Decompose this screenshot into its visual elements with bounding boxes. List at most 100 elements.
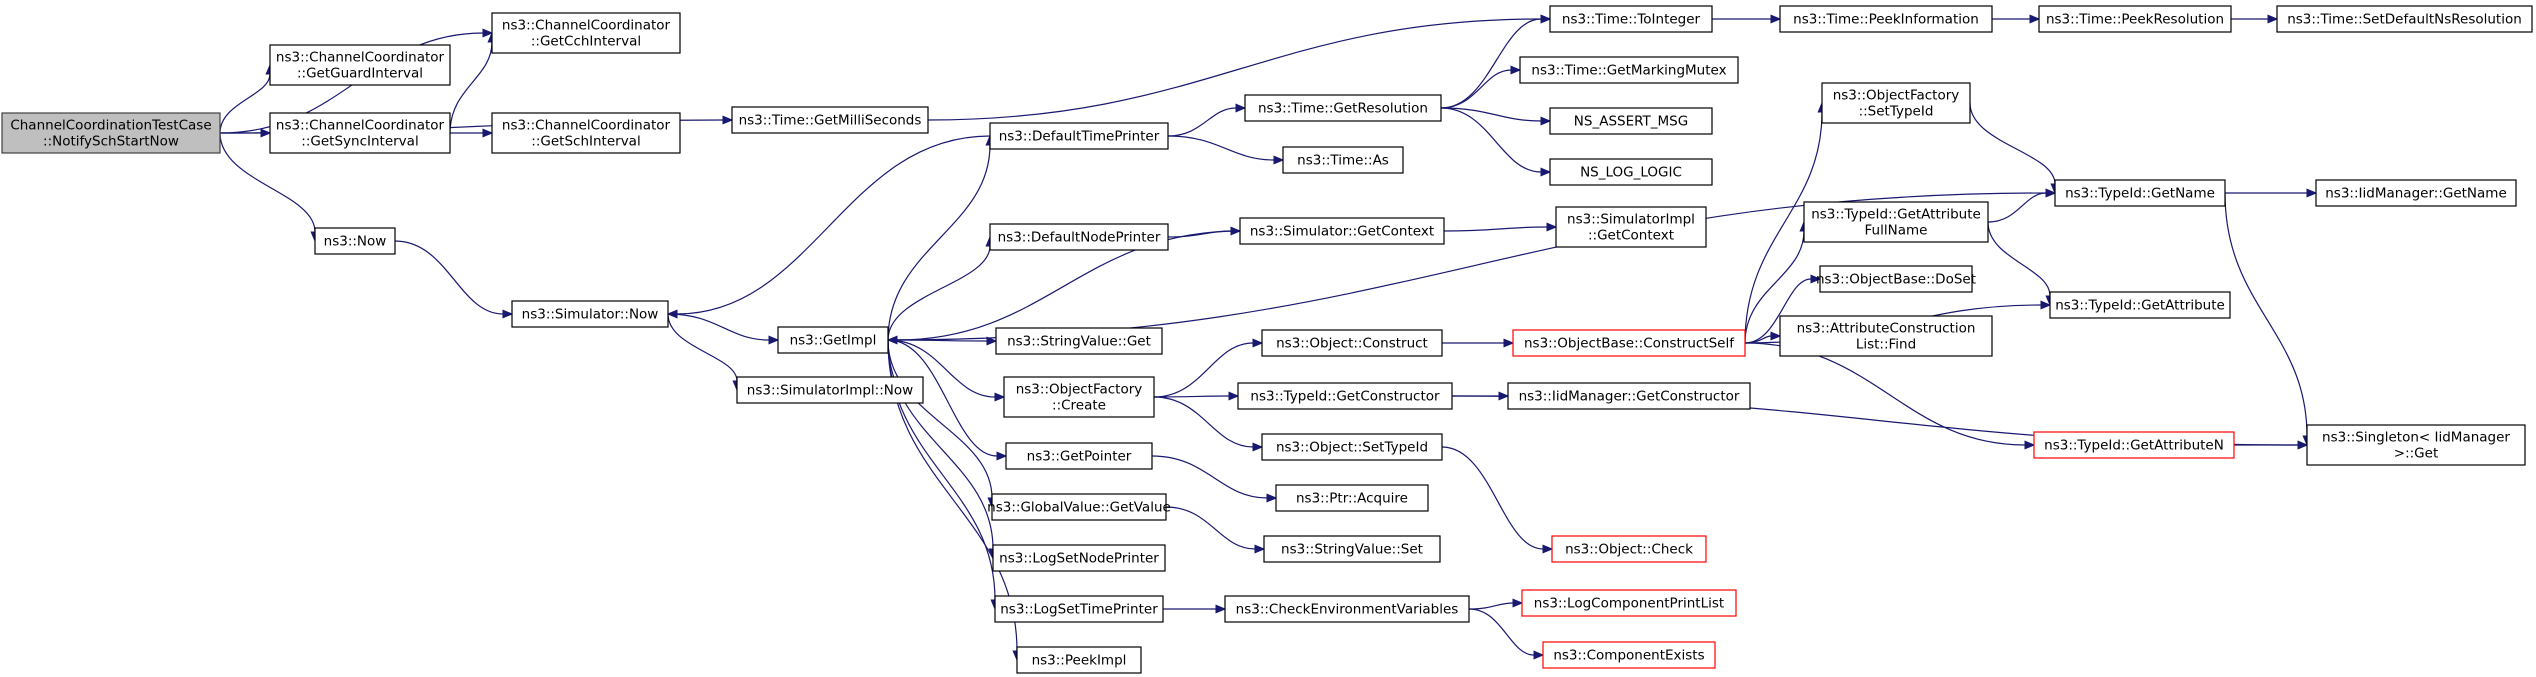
graph-node-gvget[interactable]: ns3::GlobalValue::GetValue <box>987 493 1171 521</box>
graph-node-ptracquire[interactable]: ns3::Ptr::Acquire <box>1275 484 1429 512</box>
graph-node-constructself[interactable]: ns3::ObjectBase::ConstructSelf <box>1512 329 1746 357</box>
graph-node-singleton[interactable]: ns3::Singleton< IidManager >::Get <box>2306 424 2526 466</box>
graph-node-compexists[interactable]: ns3::ComponentExists <box>1542 641 1716 669</box>
node-box <box>1261 433 1443 461</box>
graph-node-peekres[interactable]: ns3::Time::PeekResolution <box>2038 5 2232 33</box>
graph-node-defnode[interactable]: ns3::DefaultNodePrinter <box>989 223 1169 251</box>
graph-node-strget[interactable]: ns3::StringValue::Get <box>995 327 1163 355</box>
node-label-line: ns3::LogComponentPrintList <box>1534 596 1724 612</box>
graph-node-objsettype[interactable]: ns3::Object::SetTypeId <box>1261 433 1443 461</box>
node-box <box>1542 641 1716 669</box>
arrowhead-getctor <box>1228 391 1240 401</box>
node-label-line: ns3::TypeId::GetName <box>2065 186 2215 202</box>
edge-getres-to-toint <box>1440 18 1542 109</box>
arrowhead-assert <box>1540 116 1552 126</box>
node-label-line: ns3::Singleton< IidManager <box>2322 430 2510 446</box>
graph-node-objcheck[interactable]: ns3::Object::Check <box>1551 535 1707 563</box>
graph-node-getsync[interactable]: ns3::ChannelCoordinator::GetSyncInterval <box>269 112 451 154</box>
graph-node-toint[interactable]: ns3::Time::ToInteger <box>1549 5 1713 33</box>
node-label-line: ::GetSyncInterval <box>301 134 418 150</box>
graph-node-ofsettype[interactable]: ns3::ObjectFactory::SetTypeId <box>1821 82 1971 124</box>
graph-node-simimplctx[interactable]: ns3::SimulatorImpl::GetContext <box>1555 206 1707 248</box>
graph-node-lognode[interactable]: ns3::LogSetNodePrinter <box>992 544 1166 572</box>
node-label-line: ns3::AttributeConstruction <box>1797 321 1976 337</box>
graph-node-deftime[interactable]: ns3::DefaultTimePrinter <box>989 122 1169 150</box>
graph-node-tidname[interactable]: ns3::TypeId::GetName <box>2054 179 2226 207</box>
arrowhead-getcch <box>482 28 494 38</box>
graph-node-getmilli[interactable]: ns3::Time::GetMilliSeconds <box>731 106 929 134</box>
graph-node-checkenv[interactable]: ns3::CheckEnvironmentVariables <box>1224 595 1470 623</box>
graph-node-objconstruct[interactable]: ns3::Object::Construct <box>1261 329 1443 357</box>
node-label-line: ns3::Object::Check <box>1565 542 1693 558</box>
arrowhead-simctx <box>1230 226 1242 236</box>
graph-node-logic[interactable]: NS_LOG_LOGIC <box>1549 158 1713 186</box>
node-box <box>989 122 1169 150</box>
edge-ofcreate-to-objconstruct <box>1153 342 1254 398</box>
node-label-line: ns3::TypeId::GetConstructor <box>1250 389 1440 405</box>
graph-node-simimplnow[interactable]: ns3::SimulatorImpl::Now <box>736 376 924 404</box>
node-label-line: ns3::TypeId::GetAttributeN <box>2044 438 2224 454</box>
node-box <box>2054 179 2226 207</box>
graph-node-logcomplist[interactable]: ns3::LogComponentPrintList <box>1521 589 1737 617</box>
node-label-line: ns3::Time::ToInteger <box>1562 12 1701 28</box>
graph-node-getctor[interactable]: ns3::TypeId::GetConstructor <box>1237 382 1453 410</box>
graph-node-getguard[interactable]: ns3::ChannelCoordinator::GetGuardInterva… <box>269 44 451 86</box>
node-box <box>1512 329 1746 357</box>
edge-deftime-to-simnow <box>676 135 991 315</box>
graph-node-getpointer[interactable]: ns3::GetPointer <box>1005 442 1153 470</box>
node-label-line: ns3::GlobalValue::GetValue <box>987 500 1171 516</box>
graph-node-timeas[interactable]: ns3::Time::As <box>1282 146 1404 174</box>
node-box <box>1507 382 1751 410</box>
edge-ofcreate-to-objsettype <box>1153 396 1254 448</box>
graph-node-root[interactable]: ChannelCoordinationTestCase::NotifySchSt… <box>1 112 221 154</box>
edge-root-to-getguard <box>219 73 271 134</box>
node-box <box>1237 382 1453 410</box>
arrowhead-getmilli <box>722 115 734 125</box>
node-label-line: FullName <box>1865 223 1928 239</box>
graph-node-strset[interactable]: ns3::StringValue::Set <box>1263 535 1441 563</box>
arrowhead-getpointer <box>996 451 1008 461</box>
node-label-line: ns3::TypeId::GetAttribute <box>1811 207 1981 223</box>
graph-node-tidattr[interactable]: ns3::TypeId::GetAttribute <box>2049 291 2231 319</box>
graph-node-simnow[interactable]: ns3::Simulator::Now <box>511 300 669 328</box>
call-nodes: ChannelCoordinationTestCase::NotifySchSt… <box>1 5 2533 674</box>
graph-node-getsch[interactable]: ns3::ChannelCoordinator::GetSchInterval <box>491 112 681 154</box>
edge-getimpl-to-lognode <box>887 339 994 550</box>
node-label-line: ns3::StringValue::Set <box>1281 542 1423 558</box>
node-label-line: ns3::Time::PeekInformation <box>1793 12 1979 28</box>
node-box <box>1519 56 1739 84</box>
graph-node-peek[interactable]: ns3::PeekImpl <box>1016 646 1142 674</box>
graph-node-iidgetctor[interactable]: ns3::IidManager::GetConstructor <box>1507 382 1751 410</box>
arrowhead-logcomplist <box>1512 598 1524 608</box>
node-box <box>2038 5 2232 33</box>
graph-node-getattrn[interactable]: ns3::TypeId::GetAttributeN <box>2033 431 2235 459</box>
edge-getimpl-to-defnode <box>887 245 991 341</box>
graph-node-peekinfo[interactable]: ns3::Time::PeekInformation <box>1779 5 1993 33</box>
graph-node-assert[interactable]: NS_ASSERT_MSG <box>1549 107 1713 135</box>
graph-node-iidname[interactable]: ns3::IidManager::GetName <box>2315 179 2517 207</box>
graph-node-setdefns[interactable]: ns3::Time::SetDefaultNsResolution <box>2276 5 2533 33</box>
graph-node-doset[interactable]: ns3::ObjectBase::DoSet <box>1816 265 1976 293</box>
edge-getpointer-to-ptracquire <box>1151 455 1268 499</box>
edge-simnow-to-getimpl <box>667 313 770 341</box>
arrowhead-strset <box>1254 544 1266 554</box>
graph-node-getimpl[interactable]: ns3::GetImpl <box>777 326 889 354</box>
edge-ofsettype-to-tidname <box>1969 102 2056 185</box>
graph-node-now[interactable]: ns3::Now <box>314 227 396 255</box>
graph-node-getres[interactable]: ns3::Time::GetResolution <box>1244 94 1442 122</box>
edge-checkenv-to-compexists <box>1468 608 1535 656</box>
node-box <box>1224 595 1470 623</box>
graph-node-getcch[interactable]: ns3::ChannelCoordinator::GetCchInterval <box>491 12 681 54</box>
node-box <box>736 376 924 404</box>
graph-node-mutex[interactable]: ns3::Time::GetMarkingMutex <box>1519 56 1739 84</box>
edge-root-to-now <box>219 132 316 233</box>
graph-node-logtime[interactable]: ns3::LogSetTimePrinter <box>994 595 1164 623</box>
node-box <box>992 544 1166 572</box>
edge-defnode-to-simctx <box>1167 230 1232 238</box>
graph-node-simctx[interactable]: ns3::Simulator::GetContext <box>1239 217 1445 245</box>
node-label-line: ns3::GetImpl <box>790 333 877 349</box>
graph-node-ofcreate[interactable]: ns3::ObjectFactory::Create <box>1003 376 1155 418</box>
